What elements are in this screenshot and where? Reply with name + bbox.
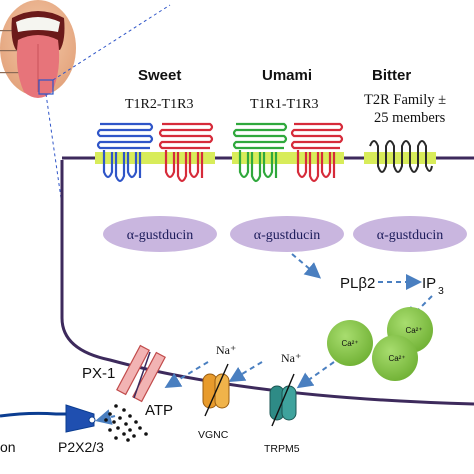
- gustducin-umami-label: α-gustducin: [254, 228, 320, 243]
- sweet-t1r2-domain: [96, 122, 154, 183]
- gustducin-bitter: α-gustducin: [353, 216, 467, 252]
- sweet-subunits: T1R2-T1R3: [125, 97, 193, 112]
- sweet-t1r3-domain: [158, 122, 214, 183]
- ip3-main: IP: [422, 275, 436, 292]
- sweet-receptor: [96, 122, 214, 183]
- calcium-label-3: Ca²⁺: [388, 354, 405, 363]
- ip3-subscript: 3: [438, 285, 444, 297]
- px1-label: PX-1: [82, 365, 115, 382]
- plc-label: PLβ2: [340, 275, 375, 292]
- p2x-label: P2X2/3: [58, 439, 104, 455]
- bitter-family-line2: 25 members: [374, 110, 446, 126]
- umami-header: Umami: [262, 67, 312, 84]
- bitter-header: Bitter: [372, 67, 411, 84]
- arrow-na-to-vgnc: [228, 361, 263, 383]
- trpm5-channel: [269, 373, 297, 427]
- umami-receptor: [232, 122, 344, 183]
- gustducin-sweet-label: α-gustducin: [127, 228, 193, 243]
- arrow-vgnc-to-px1: [164, 361, 209, 389]
- umami-t1r3-domain: [290, 122, 344, 183]
- bitter-family-line1: T2R Family ±: [364, 92, 446, 108]
- umami-t1r1-domain: [232, 122, 288, 183]
- gustducin-sweet: α-gustducin: [103, 216, 217, 252]
- vgnc-na-label: Na⁺: [216, 343, 236, 357]
- atp-molecules: [104, 404, 148, 442]
- bitter-receptor: [369, 140, 433, 173]
- atp-label: ATP: [145, 402, 173, 419]
- calcium-label-2: Ca²⁺: [405, 326, 422, 335]
- vgnc-channel: [202, 363, 230, 417]
- gustducin-umami: α-gustducin: [230, 216, 344, 252]
- arrow-atp-to-p2x: [95, 409, 116, 425]
- trpm5-label: TRPM5: [264, 443, 300, 455]
- afferent-nerve: [0, 404, 95, 433]
- trpm5-na-label: Na⁺: [281, 351, 301, 365]
- neuron-label-fragment: on: [0, 439, 16, 455]
- signaling-arrows: [95, 253, 433, 425]
- sweet-header: Sweet: [138, 67, 181, 84]
- umami-subunits: T1R1-T1R3: [250, 97, 318, 112]
- ip3-label: IP 3: [422, 275, 444, 297]
- vgnc-label: VGNC: [198, 429, 229, 441]
- calcium-cluster: Ca²⁺ Ca²⁺ Ca²⁺: [327, 307, 433, 381]
- arrow-gustducin-to-plc: [291, 253, 322, 279]
- p2x-receptor: [88, 416, 96, 424]
- calcium-ion-3: [372, 335, 418, 381]
- arrow-ca-to-trpm5: [296, 361, 335, 389]
- tongue-illustration: [0, 0, 171, 206]
- calcium-ion-1: [327, 320, 373, 366]
- px1-channel: [116, 344, 166, 403]
- gustducin-bitter-label: α-gustducin: [377, 228, 443, 243]
- calcium-label-1: Ca²⁺: [341, 339, 358, 348]
